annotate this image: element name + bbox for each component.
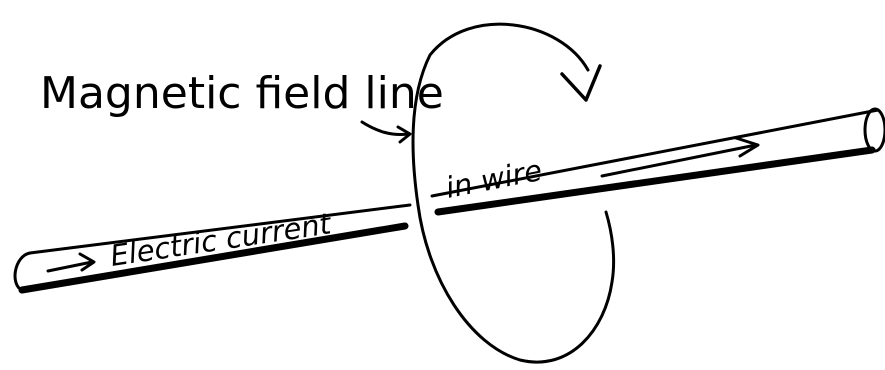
wire-bottom-edge (18, 146, 876, 294)
wire-left-end (13, 251, 32, 292)
current-arrow-right (600, 136, 760, 178)
field-loop-back (411, 22, 590, 207)
wire-right-end (863, 107, 885, 153)
label-pointer (360, 120, 410, 136)
field-loop-front (416, 203, 616, 364)
wire (13, 107, 885, 294)
wire-top-edge (28, 108, 880, 255)
field-loop-arrowhead (560, 64, 602, 102)
current-arrow-left (46, 252, 96, 273)
label-pointer-arrowhead (396, 125, 412, 144)
current-label-part1: Electric current (108, 206, 335, 273)
field-line-label: Magnetic field line (40, 68, 444, 119)
